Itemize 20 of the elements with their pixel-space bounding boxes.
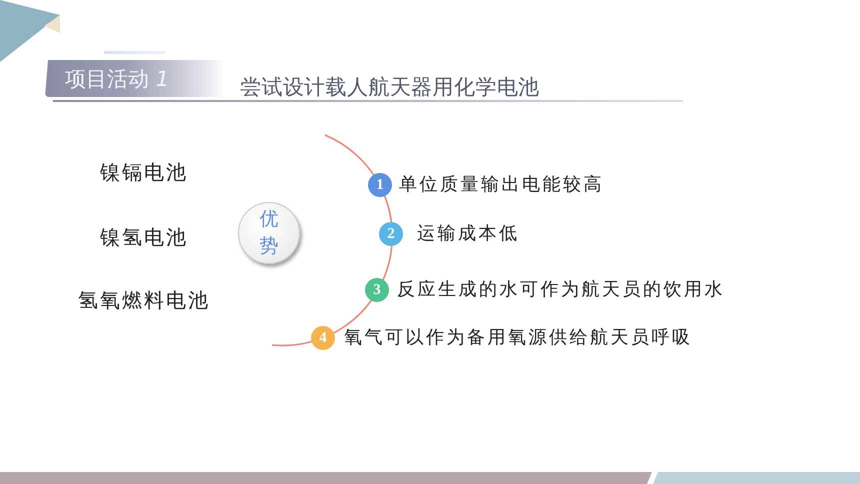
step-number: 3 xyxy=(373,282,381,298)
battery-type-label: 镍氢电池 xyxy=(100,224,188,250)
circle-heading: 优势 xyxy=(260,207,278,259)
number-circle xyxy=(311,326,335,350)
number-circle xyxy=(365,278,389,302)
slide-title: 尝试设计载人航天器用化学电池 xyxy=(240,74,540,100)
advantage-text: 氧气可以作为备用氧源供给航天员呼吸 xyxy=(344,326,692,350)
advantage-circle xyxy=(238,202,300,264)
number-circle xyxy=(368,173,392,197)
activity-banner xyxy=(45,60,225,97)
advantage-text: 运输成本低 xyxy=(417,222,520,246)
step-number: 4 xyxy=(319,330,327,346)
number-circle xyxy=(379,222,403,246)
step-number: 1 xyxy=(376,177,384,193)
battery-type-label: 氢氧燃料电池 xyxy=(78,287,210,313)
advantage-text: 反应生成的水可作为航天员的饮用水 xyxy=(397,278,725,302)
banner-heading: 项目活动 1 xyxy=(65,66,170,92)
advantage-text: 单位质量输出电能较高 xyxy=(399,173,604,197)
step-number: 2 xyxy=(387,226,395,242)
battery-type-label: 镍镉电池 xyxy=(100,159,188,185)
